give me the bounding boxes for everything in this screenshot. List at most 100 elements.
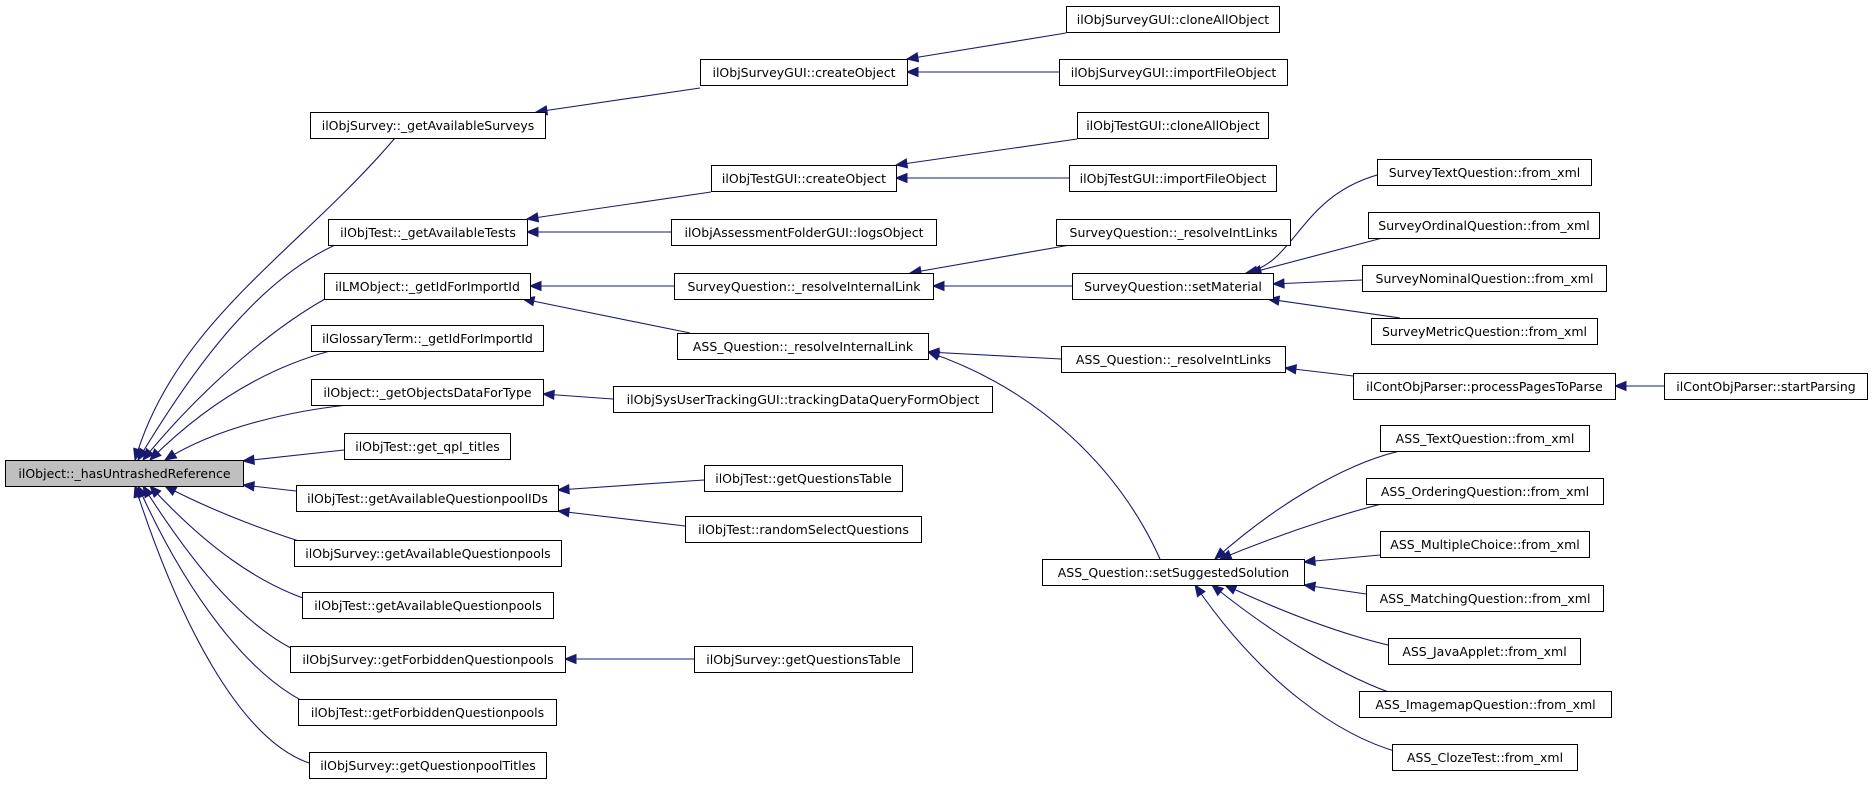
edge-survey_forb-to-root bbox=[142, 484, 321, 661]
node-survey_qp_titles[interactable]: ilObjSurvey::getQuestionpoolTitles bbox=[309, 752, 547, 779]
arrowhead bbox=[926, 350, 941, 361]
node-tgui_create[interactable]: ilObjTestGUI::createObject bbox=[711, 165, 897, 192]
node-test_random[interactable]: ilObjTest::randomSelectQuestions bbox=[685, 516, 922, 543]
node-test_avail_qp[interactable]: ilObjTest::getAvailableQuestionpools bbox=[302, 592, 554, 619]
node-ass_cloze[interactable]: ASS_ClozeTest::from_xml bbox=[1392, 744, 1578, 771]
edge-afgui_logs-to-test_avail bbox=[525, 226, 671, 238]
edge-line bbox=[557, 479, 705, 491]
node-box bbox=[685, 516, 922, 543]
edge-test_random-to-test_qp_ids bbox=[556, 507, 686, 527]
arrowhead bbox=[525, 212, 540, 223]
node-assq_resolve_int[interactable]: ASS_Question::_resolveIntLinks bbox=[1061, 346, 1286, 373]
arrowhead bbox=[149, 448, 162, 461]
node-survey_avail[interactable]: ilObjSurvey::_getAvailableSurveys bbox=[310, 112, 546, 139]
node-survey_qtable[interactable]: ilObjSurvey::getQuestionsTable bbox=[694, 646, 913, 673]
node-gloss_getid[interactable]: ilGlossaryTerm::_getIdForImportId bbox=[311, 325, 544, 352]
node-sq_resolve[interactable]: SurveyQuestion::_resolveInternalLink bbox=[674, 273, 934, 300]
node-label: ilLMObject::_getIdForImportId bbox=[335, 279, 520, 294]
edge-line bbox=[149, 350, 331, 461]
node-box bbox=[311, 379, 544, 406]
edge-line bbox=[1211, 584, 1401, 697]
node-box bbox=[711, 165, 897, 192]
edge-test_forb-to-root bbox=[137, 484, 331, 713]
edge-tgui_import-to-tgui_create bbox=[894, 172, 1069, 184]
node-ass_order[interactable]: ASS_OrderingQuestion::from_xml bbox=[1366, 478, 1604, 505]
node-label: ilObjTest::getForbiddenQuestionpools bbox=[311, 705, 544, 720]
node-label: SurveyQuestion::_resolveIntLinks bbox=[1070, 225, 1278, 240]
node-test_avail[interactable]: ilObjTest::_getAvailableTests bbox=[328, 219, 528, 246]
node-lm_getid[interactable]: ilLMObject::_getIdForImportId bbox=[324, 273, 531, 300]
node-tgui_import[interactable]: ilObjTestGUI::importFileObject bbox=[1069, 165, 1277, 192]
node-survey_avail_qp[interactable]: ilObjSurvey::getAvailableQuestionpools bbox=[294, 540, 562, 567]
edge-line bbox=[542, 393, 614, 400]
edge-sgui_import-to-sgui_create bbox=[905, 66, 1059, 78]
node-sq_setmat[interactable]: SurveyQuestion::setMaterial bbox=[1072, 273, 1274, 300]
arrowhead bbox=[241, 481, 256, 492]
node-box bbox=[1362, 265, 1607, 292]
edge-line bbox=[895, 138, 1078, 166]
node-label: ilObjSysUserTrackingGUI::trackingDataQue… bbox=[627, 392, 980, 407]
node-box bbox=[1061, 346, 1286, 373]
edge-assq_setsugg-to-assq_resolve bbox=[926, 350, 1161, 560]
node-label: ASS_ClozeTest::from_xml bbox=[1407, 750, 1563, 765]
node-test_qp_ids[interactable]: ilObjTest::getAvailableQuestionpoolIDs bbox=[296, 485, 559, 512]
node-sgui_clone[interactable]: ilObjSurveyGUI::cloneAllObject bbox=[1066, 6, 1280, 33]
node-label: ilObjSurveyGUI::importFileObject bbox=[1071, 65, 1277, 80]
node-label: ASS_MatchingQuestion::from_xml bbox=[1380, 591, 1591, 606]
arrowhead bbox=[241, 454, 256, 465]
node-sq_metric[interactable]: SurveyMetricQuestion::from_xml bbox=[1371, 318, 1598, 345]
node-afgui_logs[interactable]: ilObjAssessmentFolderGUI::logsObject bbox=[671, 219, 937, 246]
node-tracking[interactable]: ilObjSysUserTrackingGUI::trackingDataQue… bbox=[613, 386, 993, 413]
node-box bbox=[1359, 691, 1612, 718]
node-ass_mc[interactable]: ASS_MultipleChoice::from_xml bbox=[1380, 531, 1590, 558]
node-label: SurveyNominalQuestion::from_xml bbox=[1376, 271, 1594, 286]
node-ass_java[interactable]: ASS_JavaApplet::from_xml bbox=[1388, 638, 1581, 665]
node-cop_process[interactable]: ilContObjParser::processPagesToParse bbox=[1353, 373, 1616, 400]
node-ass_text[interactable]: ASS_TextQuestion::from_xml bbox=[1380, 425, 1590, 452]
node-label: ilGlossaryTerm::_getIdForImportId bbox=[322, 331, 533, 346]
node-box bbox=[700, 59, 908, 86]
edge-lm_getid-to-root bbox=[142, 298, 326, 462]
node-box bbox=[1059, 59, 1288, 86]
node-sq_nominal[interactable]: SurveyNominalQuestion::from_xml bbox=[1362, 265, 1607, 292]
node-sgui_create[interactable]: ilObjSurveyGUI::createObject bbox=[700, 59, 908, 86]
node-label: ilContObjParser::startParsing bbox=[1676, 379, 1855, 394]
node-box bbox=[328, 219, 528, 246]
edge-cop_start-to-cop_process bbox=[1613, 380, 1664, 392]
arrowhead bbox=[142, 447, 155, 462]
node-sq_ordinal[interactable]: SurveyOrdinalQuestion::from_xml bbox=[1368, 212, 1600, 239]
node-ass_imagemap[interactable]: ASS_ImagemapQuestion::from_xml bbox=[1359, 691, 1612, 718]
node-assq_setsugg[interactable]: ASS_Question::setSuggestedSolution bbox=[1042, 559, 1305, 586]
node-test_qtable[interactable]: ilObjTest::getQuestionsTable bbox=[704, 465, 903, 492]
node-label: ilObject::_getObjectsDataForType bbox=[323, 385, 531, 400]
node-cop_start[interactable]: ilContObjParser::startParsing bbox=[1664, 373, 1868, 400]
node-layer: ilObject::_hasUntrashedReferenceilObjSur… bbox=[5, 6, 1868, 779]
node-label: ilObjSurvey::getForbiddenQuestionpools bbox=[302, 652, 553, 667]
edge-sgui_clone-to-sgui_create bbox=[905, 32, 1067, 63]
node-survey_forb[interactable]: ilObjSurvey::getForbiddenQuestionpools bbox=[290, 646, 566, 673]
arrowhead bbox=[541, 389, 555, 401]
node-test_forb[interactable]: ilObjTest::getForbiddenQuestionpools bbox=[298, 699, 557, 726]
node-label: ASS_TextQuestion::from_xml bbox=[1396, 431, 1575, 446]
edge-line bbox=[142, 485, 321, 661]
edge-line bbox=[134, 485, 321, 767]
node-sgui_import[interactable]: ilObjSurveyGUI::importFileObject bbox=[1059, 59, 1288, 86]
node-tgui_clone[interactable]: ilObjTestGUI::cloneAllObject bbox=[1077, 112, 1269, 139]
node-ass_match[interactable]: ASS_MatchingQuestion::from_xml bbox=[1366, 585, 1604, 612]
node-box bbox=[1392, 744, 1578, 771]
node-box bbox=[1380, 531, 1590, 558]
node-obj_data[interactable]: ilObject::_getObjectsDataForType bbox=[311, 379, 544, 406]
node-box bbox=[5, 460, 244, 487]
arrowhead bbox=[556, 483, 570, 495]
edge-sq_setmat-to-sq_resolve bbox=[931, 280, 1072, 292]
node-sq_text[interactable]: SurveyTextQuestion::from_xml bbox=[1377, 159, 1592, 186]
node-assq_resolve[interactable]: ASS_Question::_resolveInternalLink bbox=[677, 333, 929, 360]
arrowhead bbox=[1218, 549, 1233, 560]
edge-line bbox=[137, 244, 336, 461]
node-sq_resolve_int[interactable]: SurveyQuestion::_resolveIntLinks bbox=[1056, 219, 1291, 246]
node-box bbox=[1380, 425, 1590, 452]
node-qpl_titles[interactable]: ilObjTest::get_qpl_titles bbox=[344, 433, 511, 460]
node-root[interactable]: ilObject::_hasUntrashedReference bbox=[5, 460, 244, 487]
node-box bbox=[1069, 165, 1277, 192]
